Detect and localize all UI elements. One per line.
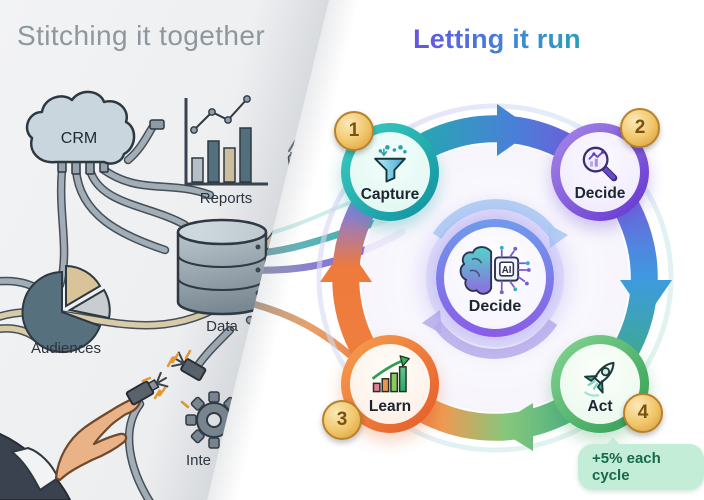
arrowhead-top (497, 104, 534, 156)
center-glow (407, 190, 583, 366)
left-title: Stitching it together (17, 20, 266, 51)
reports-label: Reports (200, 190, 253, 207)
audiences-label: Audiences (31, 340, 101, 357)
arrowhead-bottom (494, 403, 533, 451)
hand-plug-icon (0, 349, 207, 500)
database-icon: Data (176, 218, 268, 335)
reports-chart-icon: Reports (149, 95, 268, 207)
data-label: Data (206, 318, 238, 335)
pie-chart-icon: Audiences (21, 264, 111, 357)
arrowhead-left (320, 244, 372, 282)
arrowhead-right (620, 280, 672, 318)
sparks-icon (141, 349, 192, 409)
crm-cloud-icon: CRM (25, 90, 136, 175)
integrations-label: Inte (186, 452, 211, 469)
outer-thin-ring (316, 103, 674, 453)
crm-label: CRM (61, 130, 97, 147)
